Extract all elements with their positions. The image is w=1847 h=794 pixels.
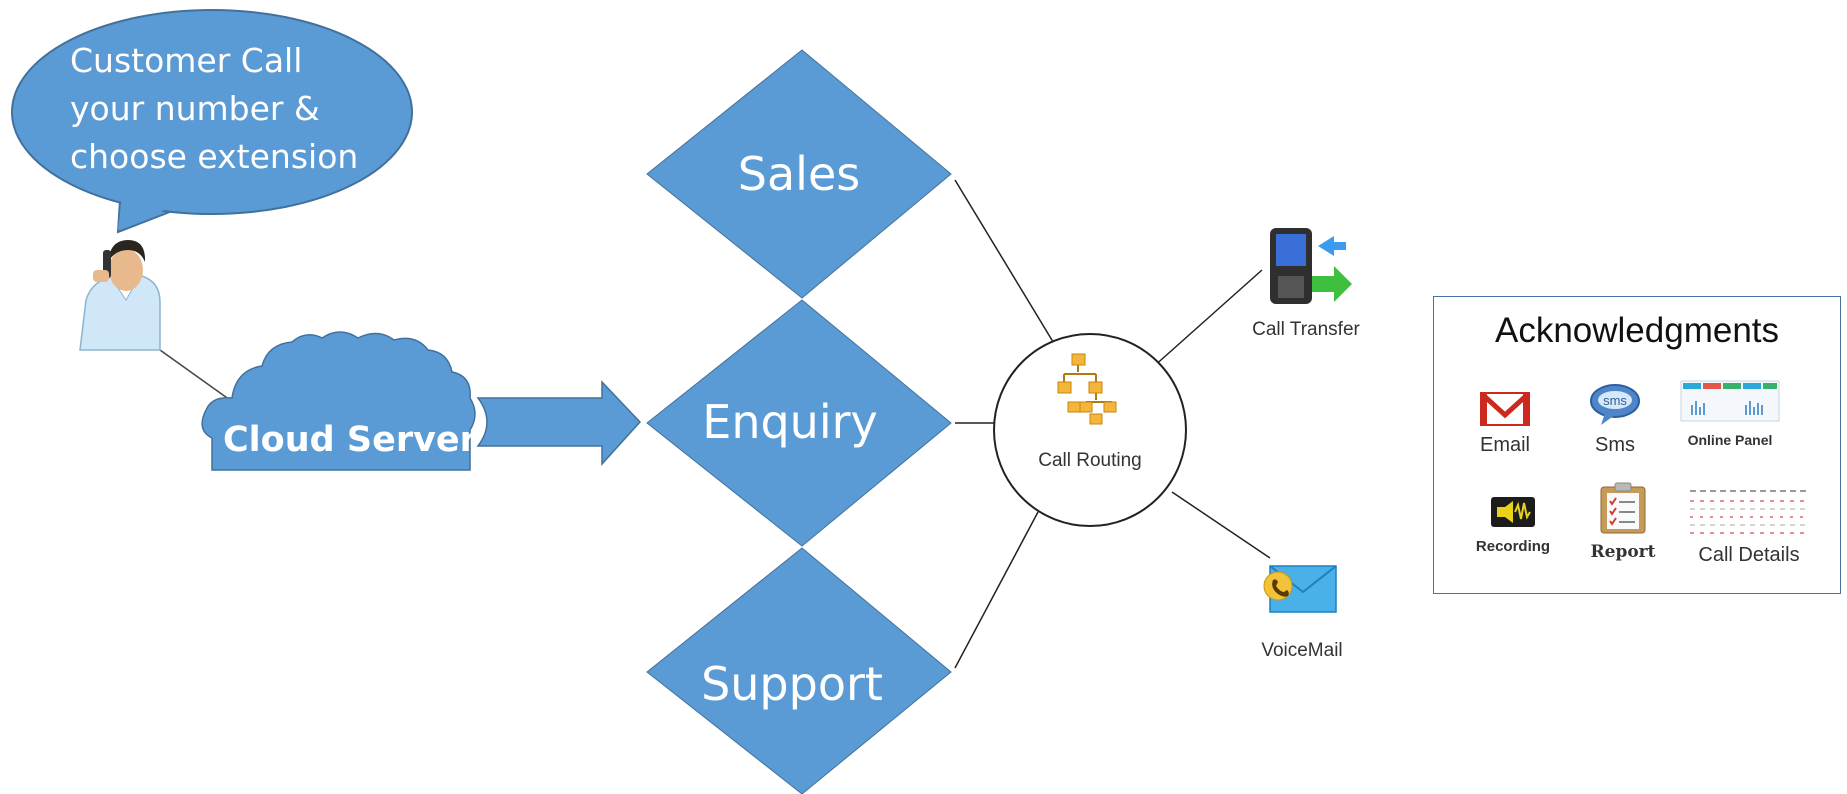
online-panel-icon [1680,380,1780,422]
customer-person-icon [79,240,161,351]
bubble-line-1: Customer Call [70,41,302,80]
person-to-cloud-line [159,349,231,401]
ack-item-online-panel: Online Panel [1670,379,1790,448]
call-details-label: Call Details [1698,544,1800,566]
voicemail-envelope-icon [1263,565,1337,613]
sales-label: Sales [738,147,860,201]
cloud-server: Cloud Server [201,331,478,471]
department-support: Support [646,547,952,794]
bubble-line-2: your number & [70,89,320,128]
call-transfer-node: Call Transfer [1252,228,1361,340]
email-label: Email [1479,434,1530,456]
ack-item-call-details: Call Details [1674,483,1824,567]
bubble-line-3: choose extension [70,137,358,176]
online-panel-label: Online Panel [1687,432,1773,448]
support-label: Support [701,657,883,711]
recording-label: Recording [1475,538,1551,555]
report-label: Report [1590,542,1656,562]
cloud-to-departments-arrow [476,380,642,466]
call-routing-label: Call Routing [1038,450,1142,471]
voicemail-node: VoiceMail [1261,565,1343,661]
acknowledgments-title: Acknowledgments [1494,311,1780,350]
speech-bubble: Customer Call your number & choose exten… [11,9,413,234]
ack-item-email: Email [1470,389,1540,457]
report-icon [1600,482,1646,534]
department-enquiry: Enquiry [646,299,952,547]
sms-badge: sms [1603,393,1627,408]
enquiry-label: Enquiry [702,395,878,449]
ack-item-recording: Recording [1468,493,1558,555]
cloud-server-label: Cloud Server [223,420,478,460]
sales-to-router-line [954,179,1059,351]
ack-item-sms: sms Sms [1580,381,1650,457]
router-to-voicemail-line [1171,491,1271,559]
recording-icon [1491,497,1535,527]
sms-label: Sms [1595,434,1635,456]
voicemail-label: VoiceMail [1261,640,1342,661]
phone-transfer-icon [1270,228,1352,304]
acknowledgments-panel: Acknowledgments Email sms Sms [1433,296,1841,594]
department-sales: Sales [646,49,952,299]
ack-item-report: Report [1578,481,1668,562]
email-icon [1480,392,1530,426]
call-transfer-label: Call Transfer [1252,319,1360,340]
sms-icon: sms [1590,384,1640,425]
org-chart-icon [1057,353,1117,425]
router-to-transfer-line [1151,269,1263,369]
call-routing-node: Call Routing [993,333,1187,527]
support-to-router-line [954,511,1039,669]
call-details-icon [1690,485,1808,535]
